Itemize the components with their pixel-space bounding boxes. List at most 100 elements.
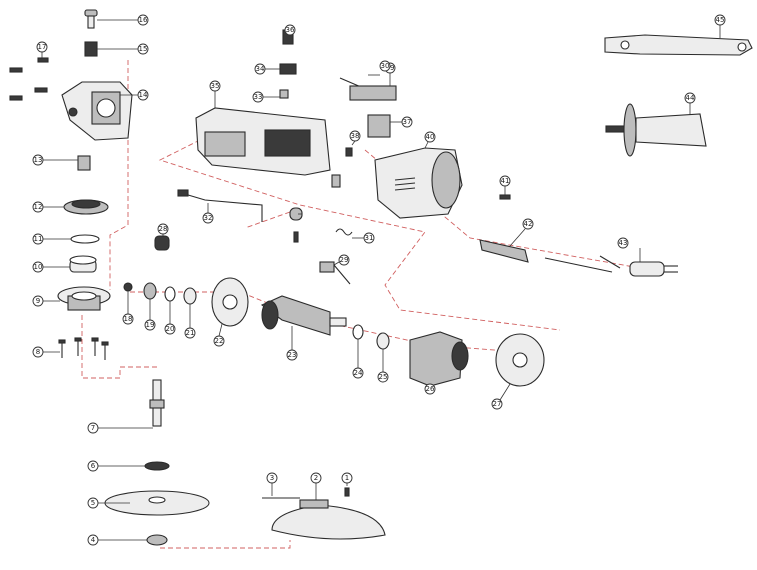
part-36-38-switch-parts bbox=[279, 29, 297, 99]
callout-24: 24 bbox=[352, 339, 364, 379]
callout-45: 45 bbox=[714, 14, 726, 38]
part-13-bushing bbox=[77, 155, 91, 171]
svg-text:3: 3 bbox=[270, 474, 274, 482]
callout-14: 14 bbox=[120, 89, 149, 101]
part-21-bearing bbox=[183, 287, 197, 305]
callout-36: 36 bbox=[284, 24, 296, 36]
callout-3: 3 bbox=[266, 472, 278, 496]
assembly-lines bbox=[81, 60, 641, 549]
part-38-screw bbox=[331, 147, 353, 188]
svg-text:9: 9 bbox=[36, 297, 40, 305]
callout-26: 26 bbox=[424, 383, 436, 395]
svg-text:18: 18 bbox=[124, 315, 133, 323]
callout-32: 32 bbox=[202, 203, 214, 224]
callout-33: 33 bbox=[252, 91, 280, 103]
callout-18: 18 bbox=[122, 291, 134, 325]
svg-text:42: 42 bbox=[524, 220, 533, 228]
callout-2: 2 bbox=[310, 472, 322, 500]
callout-5: 5 bbox=[87, 497, 130, 509]
svg-text:13: 13 bbox=[34, 156, 43, 164]
svg-text:12: 12 bbox=[34, 203, 43, 211]
svg-text:16: 16 bbox=[139, 16, 148, 24]
svg-text:21: 21 bbox=[186, 329, 195, 337]
callout-8: 8 bbox=[32, 346, 60, 358]
svg-text:4: 4 bbox=[91, 536, 96, 544]
callout-11: 11 bbox=[32, 233, 71, 245]
callout-10: 10 bbox=[32, 261, 70, 273]
callout-9: 9 bbox=[32, 295, 60, 307]
callout-15: 15 bbox=[97, 43, 149, 55]
part-16-spindle-lock-pin bbox=[84, 9, 98, 29]
callout-22: 22 bbox=[213, 323, 225, 347]
svg-text:23: 23 bbox=[288, 351, 297, 359]
svg-text:43: 43 bbox=[619, 239, 628, 247]
svg-text:10: 10 bbox=[34, 263, 43, 271]
callout-4: 4 bbox=[87, 534, 147, 546]
callout-42: 42 bbox=[509, 218, 534, 247]
callout-31: 31 bbox=[352, 232, 375, 244]
part-45-pin-spanner bbox=[604, 34, 753, 56]
svg-text:28: 28 bbox=[159, 225, 168, 233]
part-32-carbon-brush-holder bbox=[289, 207, 303, 243]
svg-text:33: 33 bbox=[254, 93, 263, 101]
svg-text:15: 15 bbox=[139, 45, 148, 53]
part-29-30-carbon-brush bbox=[319, 261, 351, 285]
part-23-armature bbox=[260, 295, 347, 336]
svg-text:29: 29 bbox=[340, 256, 349, 264]
svg-text:35: 35 bbox=[211, 82, 220, 90]
svg-text:8: 8 bbox=[36, 348, 40, 356]
callout-25: 25 bbox=[377, 349, 389, 383]
part-22-bearing-plate bbox=[211, 277, 249, 327]
part-14-gear-housing bbox=[61, 81, 133, 141]
part-42-cable-sleeve bbox=[479, 239, 529, 263]
svg-text:27: 27 bbox=[493, 400, 502, 408]
part-12-bevel-gear bbox=[63, 199, 109, 215]
part-37-switch bbox=[367, 114, 391, 138]
svg-text:24: 24 bbox=[354, 369, 363, 377]
part-35-motor-housing bbox=[195, 107, 331, 176]
callout-30-badge: 30 bbox=[379, 60, 391, 72]
part-9-bearing-cover bbox=[57, 286, 111, 311]
part-6-inner-flange bbox=[144, 461, 170, 471]
svg-text:11: 11 bbox=[34, 235, 43, 243]
part-43-power-cord bbox=[544, 255, 678, 277]
callout-23: 23 bbox=[286, 326, 298, 361]
svg-text:45: 45 bbox=[716, 16, 725, 24]
svg-text:26: 26 bbox=[426, 385, 435, 393]
callout-19: 19 bbox=[144, 299, 156, 331]
part-15-spring bbox=[84, 41, 98, 57]
svg-text:44: 44 bbox=[686, 94, 695, 102]
part-31-brush-spring bbox=[335, 228, 353, 236]
part-17-screws bbox=[9, 57, 49, 101]
part-1-3-wheel-guard bbox=[262, 487, 386, 540]
callout-21: 21 bbox=[184, 304, 196, 339]
part-19-pinion bbox=[143, 282, 157, 300]
svg-text:20: 20 bbox=[166, 325, 175, 333]
callout-34: 34 bbox=[254, 63, 280, 75]
callout-28: 28 bbox=[157, 223, 169, 236]
svg-text:38: 38 bbox=[351, 132, 360, 140]
svg-text:34: 34 bbox=[256, 65, 265, 73]
callout-43: 43 bbox=[617, 237, 641, 262]
callouts: 1 2 3 4 5 6 7 8 bbox=[32, 14, 726, 546]
part-41-screw bbox=[499, 194, 511, 200]
callout-12: 12 bbox=[32, 201, 64, 213]
callout-29: 29 bbox=[333, 254, 350, 266]
part-40-rear-housing bbox=[374, 147, 463, 219]
svg-text:22: 22 bbox=[215, 337, 224, 345]
callout-37: 37 bbox=[390, 116, 413, 128]
part-8-screws bbox=[58, 337, 109, 360]
svg-text:30: 30 bbox=[381, 62, 390, 70]
svg-text:2: 2 bbox=[314, 474, 318, 482]
svg-text:32: 32 bbox=[204, 214, 213, 222]
svg-text:14: 14 bbox=[139, 91, 148, 99]
svg-text:6: 6 bbox=[91, 462, 96, 470]
part-10-bearing bbox=[69, 255, 97, 273]
callout-16: 16 bbox=[97, 14, 149, 26]
svg-text:7: 7 bbox=[91, 424, 95, 432]
callout-6: 6 bbox=[87, 460, 145, 472]
callout-44: 44 bbox=[684, 92, 696, 115]
svg-text:40: 40 bbox=[426, 133, 435, 141]
part-20-washer bbox=[164, 286, 176, 302]
